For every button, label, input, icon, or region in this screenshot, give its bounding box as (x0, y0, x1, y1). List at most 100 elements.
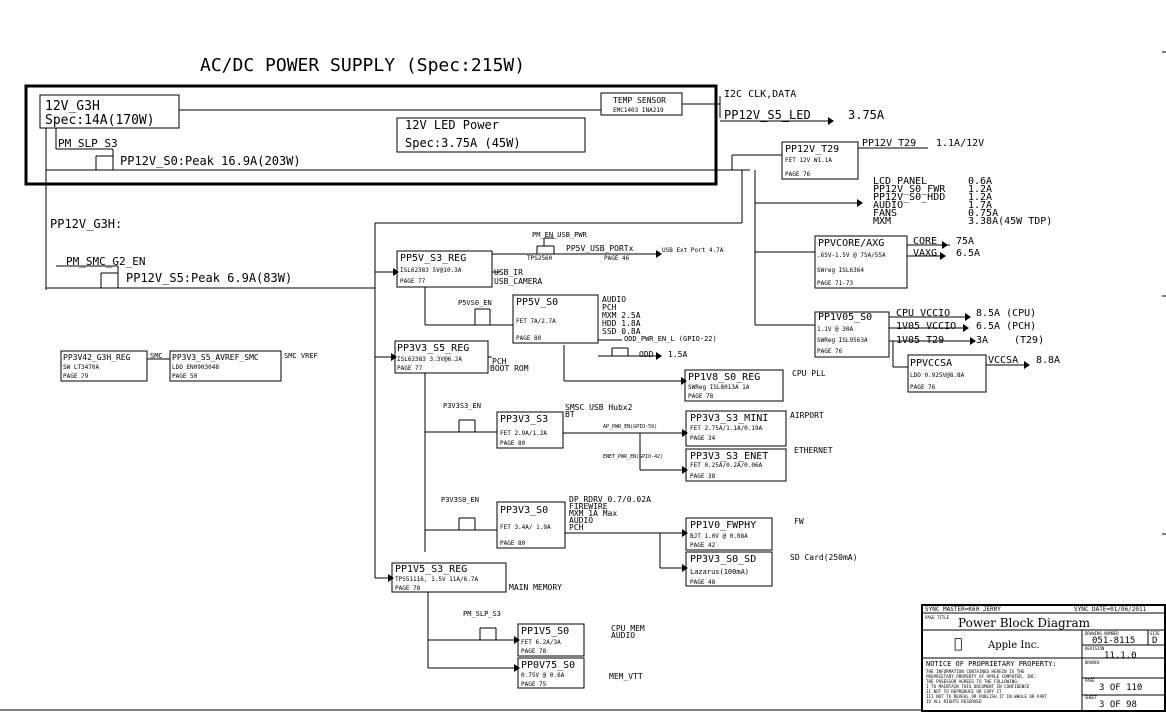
odd-val: 1.5A (668, 350, 687, 359)
pp3v42-name: PP3V42_G3H_REG (63, 353, 131, 362)
pp1v5-s3-l1: TPS51116, 1.5V 11A/6.7A (395, 576, 478, 583)
s0-load: HDD 1.8A (602, 319, 641, 328)
load-name: PP12V_S0_HDD (873, 192, 945, 203)
load-name: AUDIO (873, 200, 903, 211)
tb-drawing-label: DRAWING NUMBER (1085, 631, 1119, 636)
pp1v8-l1: SWReg ISL8013A 1A (688, 384, 750, 391)
ppvcore-l2: SWreg ISL6364 (817, 267, 864, 274)
tb-notice-line: I TO MAINTAIN THIS DOCUMENT IN CONFIDENC… (926, 684, 1030, 689)
boot-rom: BOOT ROM (490, 364, 529, 373)
pp1v0-fw-name: PP1V0_FWPHY (690, 520, 756, 531)
pp5v-s3-name: PP5V_S3_REG (400, 253, 466, 264)
tb-branch-label: BRANCH (1085, 660, 1100, 665)
pp1v0-fw-l1: BJT 1.0V @ 0.08A (690, 533, 748, 540)
tps2560: TPS2560 (527, 255, 553, 262)
pm-slp-s3-label: PM_SLP_S3 (58, 137, 118, 150)
audio2-label: AUDIO (611, 631, 635, 640)
pm-smc-g2-en: PM_SMC_G2_EN (66, 255, 145, 268)
title-block: SYNC MASTER=K60 JERRY SYNC DATE=01/06/20… (925, 606, 1160, 710)
apple-logo-icon:  (954, 636, 962, 652)
led-line: PP12V_S5_LED (724, 108, 811, 122)
load-val: 1.2A (968, 192, 992, 203)
pp3v3-mini-page: PAGE 34 (690, 435, 716, 442)
page46: PAGE 46 (604, 255, 630, 262)
pp1v05-name: PP1V05_S0 (818, 312, 872, 323)
core-label: CORE (913, 236, 937, 247)
v1v05-t29-val: 3A (976, 335, 988, 346)
pp1v5-s0-page: PAGE 78 (521, 648, 547, 655)
core-val: 75A (956, 236, 974, 247)
mxm-1a: MXM 1A Max (569, 509, 617, 518)
v1v05-vccio-val: 6.5A (PCH) (976, 321, 1036, 332)
s0-load-list: AUDIO PCH MXM 2.5A HDD 1.8A SSD 0.8A (602, 295, 641, 336)
pp3v3-s5-l1: ISL62383 3.3V@6.2A (397, 356, 462, 363)
g3h-name: 12V_G3H (45, 99, 100, 114)
enet-pwr-en: ENET_PWR_EN(GPIO-42) (603, 454, 663, 460)
pp3v3-s0-l1: FET 3.4A/ 1.9A (500, 524, 551, 531)
tb-notice-line: THE POSESSOR AGREES TO THE FOLLOWING: (926, 679, 1019, 684)
pp3v3-sd-name: PP3V3_S0_SD (690, 554, 756, 565)
load-name: MXM (873, 216, 891, 227)
tb-notice-line: III NOT TO REVEAL OR PUBLISH IT IN WHOLE… (926, 694, 1047, 699)
load-val: 1.7A (968, 200, 992, 211)
t29-l1: FET 12V W1.1A (785, 157, 832, 164)
odd-label: ODD (639, 350, 654, 359)
firewire: FIREWIRE (569, 502, 608, 511)
pm-en-usb-pwr: PM_EN_USB_PWR (532, 231, 588, 239)
pp0v75-l1: 0.75V @ 0.6A (521, 672, 565, 679)
pp0v75-name: PP0V75_S0 (521, 660, 575, 671)
led-current: 3.75A (848, 108, 885, 122)
cpu-vccio-val: 8.5A (CPU) (976, 308, 1036, 319)
g3h-spec: Spec:14A(170W) (45, 113, 155, 128)
pp5v-s0-page: PAGE 80 (516, 335, 542, 342)
pp3v3-s5-page: PAGE 77 (397, 365, 423, 372)
pp5v-s0-l1: FET 7A/2.7A (516, 318, 556, 325)
pp1v05-l1: 1.1V @ 30A (817, 326, 854, 333)
s5-peak: PP12V_S5:Peak 6.9A(83W) (126, 271, 292, 285)
vaxg-val: 6.5A (956, 248, 980, 259)
s0-peak: PP12V_S0:Peak 16.9A(203W) (120, 154, 301, 168)
tb-notice-line: II NOT TO REPRODUCE OR COPY IT (926, 689, 1002, 694)
pp1v05-l2: SWReg ISL9563A (817, 337, 868, 344)
tb-drawing-number: 051-8115 (1092, 636, 1135, 646)
pp0v75-page: PAGE 75 (521, 681, 547, 688)
pp1v5-s0-name: PP1V5_S0 (521, 626, 569, 637)
p3v3s3-en: P3V3S3_EN (443, 402, 481, 410)
ppvccsa-page: PAGE 76 (910, 384, 936, 391)
pp3v3-avref-page: PAGE 50 (172, 373, 198, 380)
vccsa-label: VCCSA (988, 355, 1018, 366)
s0-load: PCH (602, 303, 617, 312)
pp1v0-fw-page: PAGE 42 (690, 542, 716, 549)
pp3v3-enet-name: PP3V3_S3_ENET (690, 451, 768, 462)
pp3v42-l1: SW LT3470A (63, 364, 100, 371)
vaxg-label: VAXG (913, 248, 937, 259)
pp1v8-name: PP1V8_S0_REG (688, 372, 760, 383)
tb-sheet: 3 OF 98 (1099, 700, 1137, 710)
load-val: 3.38A(45W TDP) (968, 216, 1052, 227)
usb-camera: USB_CAMERA (494, 277, 542, 286)
pp3v3-s5-name: PP3V3_S5_REG (397, 343, 469, 354)
audio-label: AUDIO (569, 516, 593, 525)
usb-portx: PP5V_USB_PORTx (566, 244, 634, 253)
dp-rdrv: DP_RDRV 0.7/0.02A (569, 495, 651, 504)
tb-size: D (1152, 636, 1157, 646)
tb-page-label: PAGE (1085, 678, 1095, 683)
tb-size-label: SIZE (1150, 631, 1160, 636)
ap-pwr-en: AP_PWR_EN(GPIO-59) (603, 424, 657, 430)
usb-ir: USB_IR (494, 268, 523, 277)
pp3v3-avref-l1: LDO EN0903048 (172, 364, 219, 371)
odd-pwr-en: ODD_PWR_EN_L (GPIO-22) (624, 335, 717, 343)
load-val: 0.6A (968, 176, 992, 187)
rail-g3h: PP12V_G3H: (50, 217, 122, 231)
pp1v8-page: PAGE 78 (688, 393, 714, 400)
load-name: FANS (873, 208, 897, 219)
fw-label: FW (794, 517, 804, 526)
s0-load: MXM 2.5A (602, 311, 641, 320)
cpu-pll: CPU PLL (792, 369, 826, 378)
i2c-label: I2C CLK,DATA (724, 89, 796, 100)
s0-load: SSD 0.8A (602, 327, 641, 336)
tb-revision: 11.1.0 (1104, 651, 1137, 661)
pp3v3-s3-l1: FET 2.9A/1.2A (500, 430, 547, 437)
tb-sheet-label: SHEET (1085, 695, 1098, 700)
